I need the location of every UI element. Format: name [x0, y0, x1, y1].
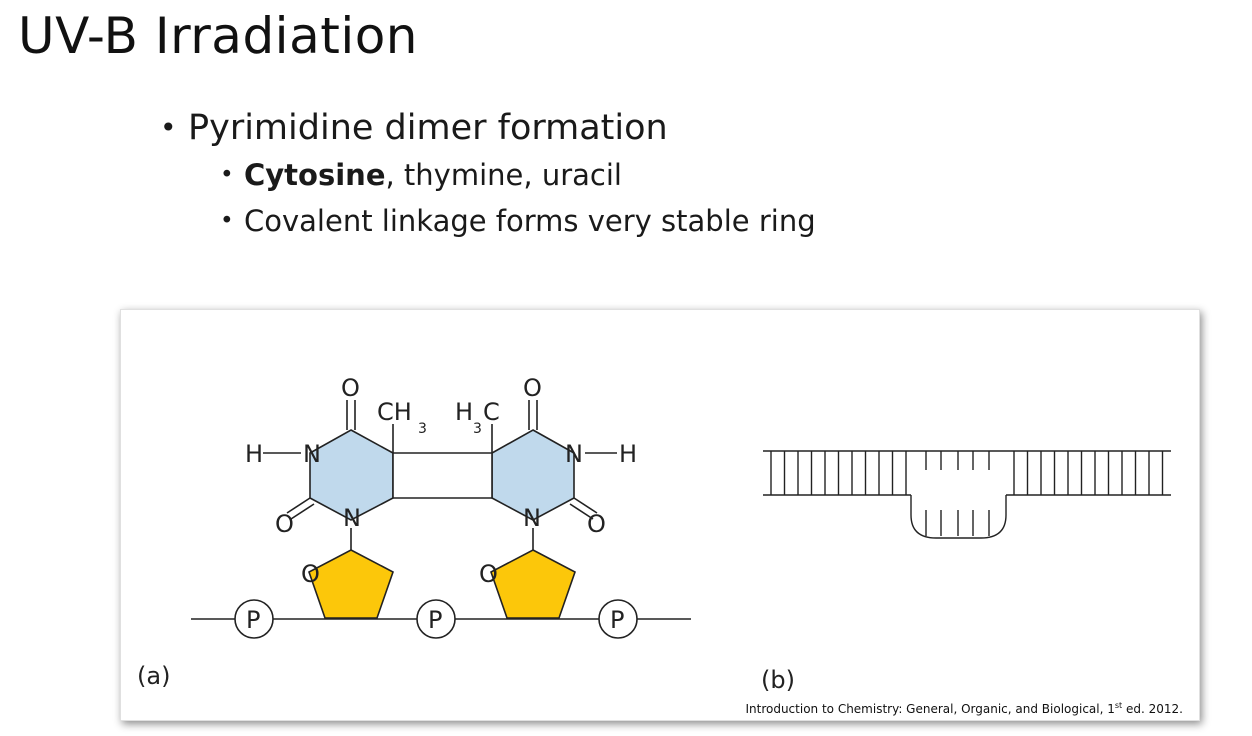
atom-o: O	[341, 374, 360, 402]
atom-h3c-c: C	[483, 398, 500, 426]
atom-h: H	[619, 440, 637, 468]
atom-labels: O O CH 3 H 3 C H N N H O N N O O O P P P	[245, 374, 637, 634]
phosphate-circle	[598, 599, 638, 639]
bullet-list: • Pyrimidine dimer formation • Cytosine,…	[160, 104, 816, 244]
pyrimidine-dimer-structure	[191, 400, 691, 639]
cyclobutane-ring	[392, 452, 493, 499]
atom-p: P	[246, 606, 260, 634]
ladder-rungs	[770, 451, 1164, 536]
atom-n: N	[303, 440, 321, 468]
atom-h3c-h: H	[455, 398, 473, 426]
atom-o: O	[587, 510, 606, 538]
atom-n: N	[523, 504, 541, 532]
citation-text: Introduction to Chemistry: General, Orga…	[745, 702, 1115, 716]
bullet-bases: • Cytosine, thymine, uracil	[220, 152, 816, 198]
dna-kink-diagram	[763, 450, 1171, 539]
citation-superscript: st	[1114, 701, 1123, 710]
right-sugar-ring	[490, 549, 576, 619]
dimer-figure: O O CH 3 H 3 C H N N H O N N O O O P P P	[120, 309, 1200, 721]
panel-label-b: (b)	[761, 666, 795, 694]
bullet-pyrimidine-dimer: • Pyrimidine dimer formation	[160, 104, 816, 152]
atom-subscript: 3	[418, 421, 427, 437]
atom-p: P	[610, 606, 624, 634]
panel-label-a: (a)	[137, 662, 171, 690]
bullet-dot-icon: •	[220, 207, 234, 234]
bullet-dot-icon: •	[220, 161, 234, 188]
atom-n: N	[343, 504, 361, 532]
atom-ch3: CH	[377, 398, 412, 426]
figure-drawing: O O CH 3 H 3 C H N N H O N N O O O P P P	[191, 374, 1171, 639]
phosphate-circle	[416, 599, 456, 639]
atom-o: O	[479, 560, 498, 588]
bullet-text: , thymine, uracil	[385, 158, 622, 192]
atom-n: N	[565, 440, 583, 468]
atom-o: O	[275, 510, 294, 538]
bullet-covalent-linkage: • Covalent linkage forms very stable rin…	[220, 198, 816, 244]
atom-subscript: 3	[473, 421, 482, 437]
bullet-text: Covalent linkage forms very stable ring	[244, 204, 816, 238]
bullet-text: Pyrimidine dimer formation	[188, 108, 668, 148]
phosphate-circle	[234, 599, 274, 639]
atom-h: H	[245, 440, 263, 468]
bullet-dot-icon: •	[160, 111, 177, 144]
atom-o: O	[301, 560, 320, 588]
figure-citation: Introduction to Chemistry: General, Orga…	[745, 701, 1183, 716]
bullet-bold-text: Cytosine	[244, 158, 386, 192]
slide-title: UV-B Irradiation	[18, 7, 418, 65]
left-sugar-ring	[308, 549, 394, 619]
atom-o: O	[523, 374, 542, 402]
atom-p: P	[428, 606, 442, 634]
citation-text-end: ed. 2012.	[1122, 702, 1183, 716]
